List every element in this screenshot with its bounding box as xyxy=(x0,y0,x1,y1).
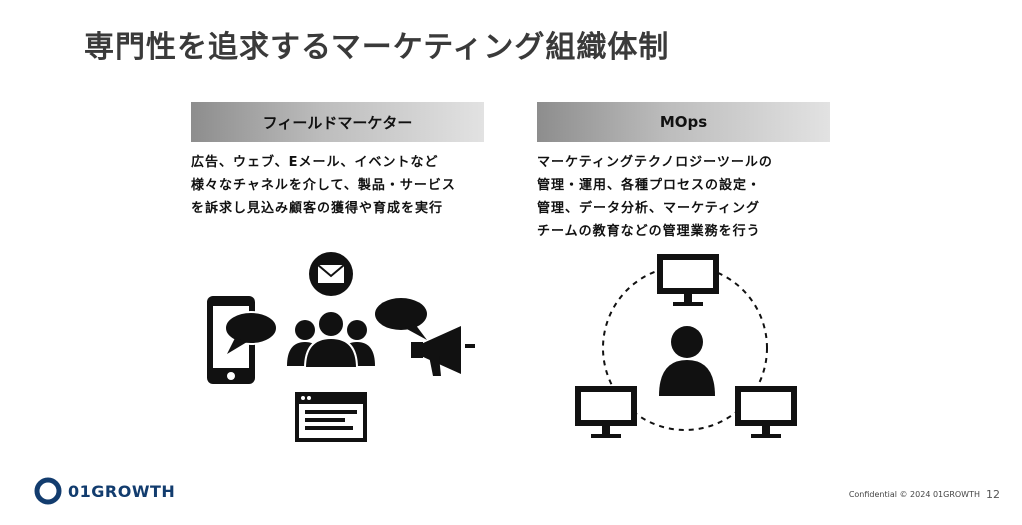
field-marketer-header: フィールドマーケター xyxy=(191,102,484,142)
mops-line-1: マーケティングテクノロジーツールの xyxy=(537,155,773,170)
mail-icon xyxy=(309,252,353,296)
megaphone-icon xyxy=(411,326,475,376)
mops-line-4: チームの教育などの管理業務を行う xyxy=(537,224,761,239)
page-number: 12 xyxy=(986,488,1000,501)
field-marketer-header-label: フィールドマーケター xyxy=(262,113,413,132)
field-marketer-illustration xyxy=(195,248,495,448)
people-icon xyxy=(287,310,375,369)
slide-footer: Confidential © 2024 01GROWTH 12 xyxy=(849,488,1000,501)
mops-description: マーケティングテクノロジーツールの 管理・運用、各種プロセスの設定・ 管理、デー… xyxy=(537,151,837,243)
field-marketer-line-3: を訴求し見込み顧客の獲得や育成を実行 xyxy=(191,201,444,216)
field-marketer-line-1: 広告、ウェブ、Eメール、イベントなど xyxy=(191,155,439,170)
field-marketer-line-2: 様々なチャネルを介して、製品・サービス xyxy=(191,178,456,193)
slide-title: 専門性を追求するマーケティング組織体制 xyxy=(84,30,670,65)
confidential-notice: Confidential © 2024 01GROWTH xyxy=(848,490,980,499)
mops-header: MOps xyxy=(537,102,830,142)
field-marketer-description: 広告、ウェブ、Eメール、イベントなど 様々なチャネルを介して、製品・サービス を… xyxy=(191,151,491,220)
browser-window-icon xyxy=(295,392,367,442)
person-icon xyxy=(659,326,715,396)
mops-line-3: 管理、データ分析、マーケティング xyxy=(537,201,760,216)
speech-bubble-icon xyxy=(224,311,278,354)
network-circle xyxy=(602,265,768,431)
monitor-icon xyxy=(575,386,637,438)
logo-ring-icon xyxy=(34,477,62,505)
speech-bubble-right-icon xyxy=(375,298,427,340)
mops-illustration xyxy=(565,248,805,448)
logo-text: 01GROWTH xyxy=(68,481,176,501)
company-logo: 01GROWTH xyxy=(34,477,175,505)
mops-line-2: 管理・運用、各種プロセスの設定・ xyxy=(537,178,762,193)
mops-header-label: MOps xyxy=(659,113,708,131)
monitor-icon xyxy=(735,386,797,438)
monitor-icon xyxy=(657,254,719,306)
